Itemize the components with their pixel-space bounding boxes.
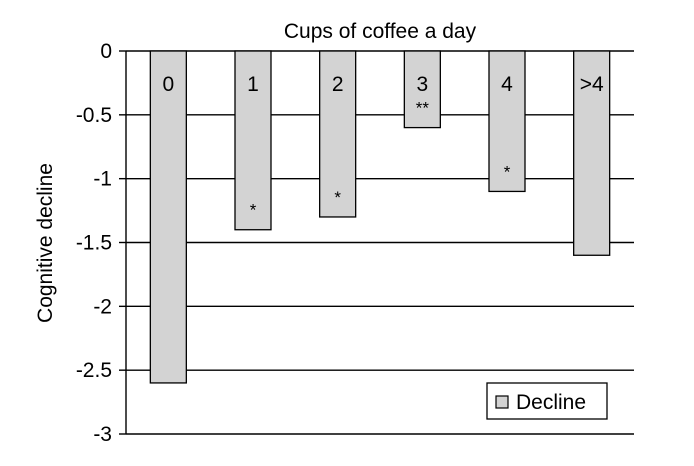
y-tick-label: -2	[93, 295, 112, 318]
legend-swatch	[495, 395, 509, 409]
significance-annotations: *****	[250, 99, 511, 220]
gridlines	[126, 50, 634, 435]
category-label: 3	[416, 73, 428, 96]
category-label: 2	[332, 73, 344, 96]
category-label: >4	[580, 73, 604, 96]
significance-marker: *	[334, 188, 341, 207]
category-label: 1	[247, 73, 259, 96]
y-tick-labels: 0 -0.5 -1 -1.5 -2 -2.5 -3	[76, 40, 112, 446]
bar	[319, 50, 357, 218]
significance-marker: **	[416, 99, 430, 118]
y-tick-label: -3	[93, 423, 112, 446]
legend: Decline	[486, 382, 608, 420]
bar	[149, 50, 187, 384]
bar	[403, 50, 441, 129]
bars	[149, 50, 611, 384]
category-label: 0	[162, 73, 174, 96]
category-labels: 0 1 2 3 4 >4	[162, 73, 603, 96]
category-label: 4	[501, 73, 513, 96]
chart-title: Cups of coffee a day	[284, 20, 477, 43]
bar	[234, 50, 272, 231]
y-tick-label: 0	[100, 40, 112, 63]
legend-label: Decline	[516, 391, 586, 414]
y-tick-label: -1.5	[76, 232, 112, 255]
y-tick-label: -0.5	[76, 104, 112, 127]
y-axis-label: Cognitive decline	[34, 163, 57, 323]
bar	[488, 50, 526, 193]
y-tick-label: -2.5	[76, 359, 112, 382]
significance-marker: *	[504, 162, 511, 181]
y-tick-label: -1	[93, 168, 112, 191]
bar	[573, 50, 611, 256]
y-axis	[119, 50, 127, 435]
significance-marker: *	[250, 201, 257, 220]
